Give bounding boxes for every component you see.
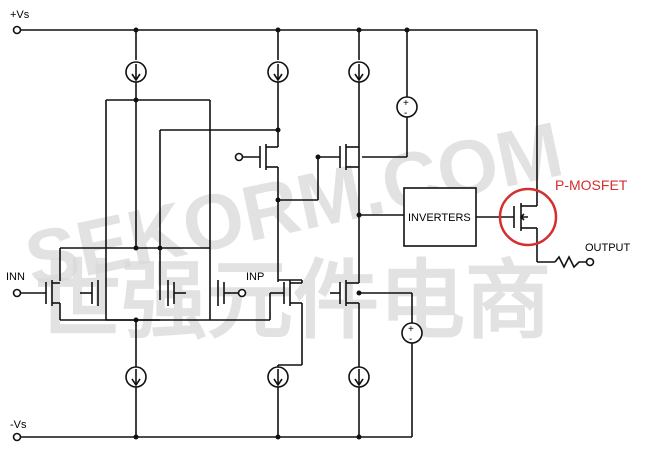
input-stage: INN INP bbox=[6, 97, 278, 365]
vs-neg-terminal bbox=[12, 432, 22, 442]
vs-pos-label: +Vs bbox=[10, 9, 30, 21]
output-terminal bbox=[585, 257, 595, 267]
vs-pos-terminal bbox=[12, 25, 22, 35]
inverters-block bbox=[403, 187, 477, 247]
watermark-cjk: 世强元件电商 bbox=[35, 253, 551, 349]
output-stage: INVERTERS OUTPUT P-MOSFET bbox=[359, 30, 631, 269]
output-label: OUTPUT bbox=[585, 242, 631, 254]
inp-label: INP bbox=[246, 271, 264, 283]
top-current-sources bbox=[125, 27, 410, 215]
pmosfet-highlight-circle bbox=[498, 187, 558, 247]
bottom-current-sources bbox=[125, 364, 370, 440]
gain-stage bbox=[234, 100, 412, 365]
pmosfet-label: P-MOSFET bbox=[555, 177, 628, 193]
svg-text:+: + bbox=[403, 98, 409, 109]
voltage-source-lower: + - bbox=[401, 293, 423, 437]
vs-neg-label: -Vs bbox=[10, 419, 27, 431]
inverters-label: INVERTERS bbox=[408, 212, 471, 224]
inp-terminal bbox=[237, 288, 247, 298]
voltage-source-upper: + - bbox=[362, 30, 418, 158]
watermark: SEKORM.COM 世强元件电商 bbox=[18, 105, 570, 349]
inn-label: INN bbox=[6, 271, 25, 283]
output-resistor bbox=[554, 255, 586, 269]
svg-text:-: - bbox=[404, 108, 407, 119]
svg-text:-: - bbox=[409, 334, 412, 345]
svg-text:+: + bbox=[408, 324, 414, 335]
inn-terminal bbox=[12, 288, 22, 298]
